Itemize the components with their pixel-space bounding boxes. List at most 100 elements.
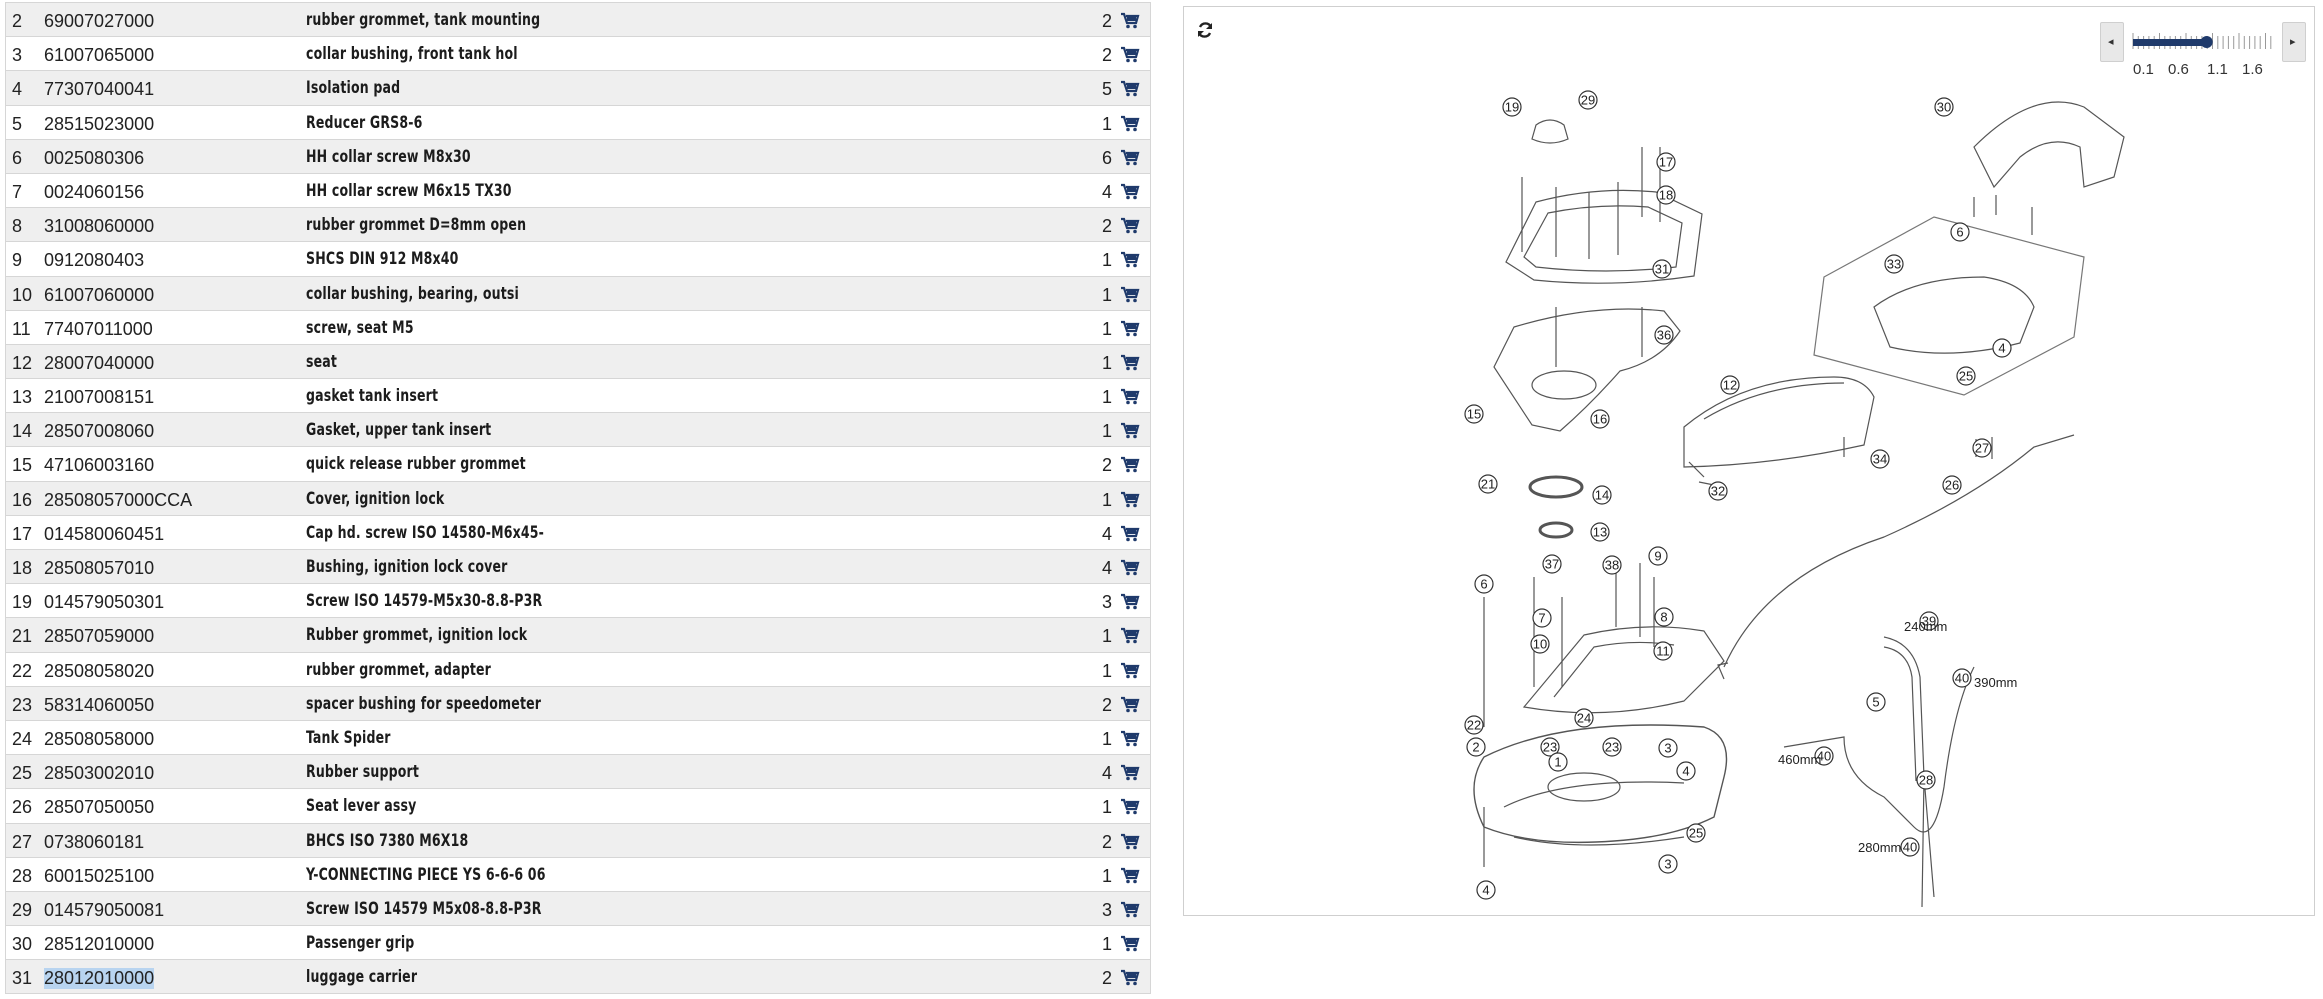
part-number[interactable]: 60015025100	[44, 865, 155, 886]
shopping-cart-icon[interactable]	[1120, 559, 1140, 576]
part-number[interactable]: 58314060050	[44, 694, 155, 715]
shopping-cart-icon[interactable]	[1120, 217, 1140, 234]
callout-33[interactable]: 33	[1884, 254, 1904, 274]
callout-13[interactable]: 13	[1590, 522, 1610, 542]
shopping-cart-icon[interactable]	[1120, 798, 1140, 815]
part-number[interactable]: 0912080403	[44, 250, 145, 271]
callout-31[interactable]: 31	[1652, 259, 1672, 279]
part-number[interactable]: 28012010000	[44, 968, 155, 990]
callout-37[interactable]: 37	[1542, 554, 1562, 574]
shopping-cart-icon[interactable]	[1120, 833, 1140, 850]
shopping-cart-icon[interactable]	[1120, 935, 1140, 952]
callout-38[interactable]: 38	[1602, 555, 1622, 575]
shopping-cart-icon[interactable]	[1120, 80, 1140, 97]
callout-4[interactable]: 4	[1476, 880, 1496, 900]
callout-15[interactable]: 15	[1464, 404, 1484, 424]
callout-25[interactable]: 25	[1956, 366, 1976, 386]
shopping-cart-icon[interactable]	[1120, 627, 1140, 644]
callout-32[interactable]: 32	[1708, 481, 1728, 501]
callout-22[interactable]: 22	[1464, 715, 1484, 735]
callout-25[interactable]: 25	[1686, 823, 1706, 843]
callout-29[interactable]: 29	[1578, 90, 1598, 110]
shopping-cart-icon[interactable]	[1120, 320, 1140, 337]
callout-4[interactable]: 4	[1676, 761, 1696, 781]
callout-17[interactable]: 17	[1656, 152, 1676, 172]
callout-26[interactable]: 26	[1942, 475, 1962, 495]
refresh-button[interactable]	[1194, 19, 1216, 41]
callout-8[interactable]: 8	[1654, 607, 1674, 627]
callout-14[interactable]: 14	[1592, 485, 1612, 505]
part-number[interactable]: 014579050081	[44, 899, 165, 920]
part-number[interactable]: 28503002010	[44, 763, 155, 784]
callout-24[interactable]: 24	[1574, 708, 1594, 728]
callout-18[interactable]: 18	[1656, 185, 1676, 205]
callout-30[interactable]: 30	[1934, 97, 1954, 117]
part-number[interactable]: 014579050301	[44, 592, 165, 613]
part-number[interactable]: 28515023000	[44, 113, 155, 134]
shopping-cart-icon[interactable]	[1120, 422, 1140, 439]
callout-40[interactable]: 40	[1900, 837, 1920, 857]
callout-19[interactable]: 19	[1502, 97, 1522, 117]
callout-23[interactable]: 23	[1540, 737, 1560, 757]
callout-3[interactable]: 3	[1658, 738, 1678, 758]
callout-28[interactable]: 28	[1916, 770, 1936, 790]
part-number[interactable]: 28508058020	[44, 660, 155, 681]
part-number[interactable]: 28508057010	[44, 558, 155, 578]
part-number[interactable]: 61007065000	[44, 45, 155, 66]
part-number[interactable]: 0738060181	[44, 831, 145, 852]
shopping-cart-icon[interactable]	[1120, 183, 1140, 200]
callout-7[interactable]: 7	[1532, 608, 1552, 628]
part-number[interactable]: 28507008060	[44, 421, 155, 442]
part-number[interactable]: 21007008151	[44, 387, 155, 408]
shopping-cart-icon[interactable]	[1120, 662, 1140, 679]
part-number[interactable]: 28507050050	[44, 797, 155, 818]
shopping-cart-icon[interactable]	[1120, 525, 1140, 542]
shopping-cart-icon[interactable]	[1120, 764, 1140, 781]
shopping-cart-icon[interactable]	[1120, 388, 1140, 405]
zoom-out-button[interactable]: ◂	[2100, 22, 2124, 62]
shopping-cart-icon[interactable]	[1120, 491, 1140, 508]
part-number[interactable]: 69007027000	[44, 11, 155, 31]
part-number[interactable]: 28007040000	[44, 352, 155, 373]
shopping-cart-icon[interactable]	[1120, 115, 1140, 132]
part-number[interactable]: 77407011000	[44, 318, 153, 339]
shopping-cart-icon[interactable]	[1120, 286, 1140, 303]
callout-6[interactable]: 6	[1474, 574, 1494, 594]
shopping-cart-icon[interactable]	[1120, 149, 1140, 166]
part-number[interactable]: 28508057000CCA	[44, 489, 193, 510]
shopping-cart-icon[interactable]	[1120, 456, 1140, 473]
part-number[interactable]: 014580060451	[44, 523, 165, 544]
part-number[interactable]: 0024060156	[44, 181, 145, 202]
zoom-slider[interactable]	[2130, 27, 2276, 57]
shopping-cart-icon[interactable]	[1120, 46, 1140, 63]
callout-6[interactable]: 6	[1950, 222, 1970, 242]
callout-3[interactable]: 3	[1658, 854, 1678, 874]
callout-36[interactable]: 36	[1654, 325, 1674, 345]
part-number[interactable]: 47106003160	[44, 455, 155, 476]
callout-21[interactable]: 21	[1478, 474, 1498, 494]
callout-2[interactable]: 2	[1466, 737, 1486, 757]
part-number[interactable]: 31008060000	[44, 216, 155, 237]
shopping-cart-icon[interactable]	[1120, 730, 1140, 747]
part-number[interactable]: 28512010000	[44, 934, 155, 955]
